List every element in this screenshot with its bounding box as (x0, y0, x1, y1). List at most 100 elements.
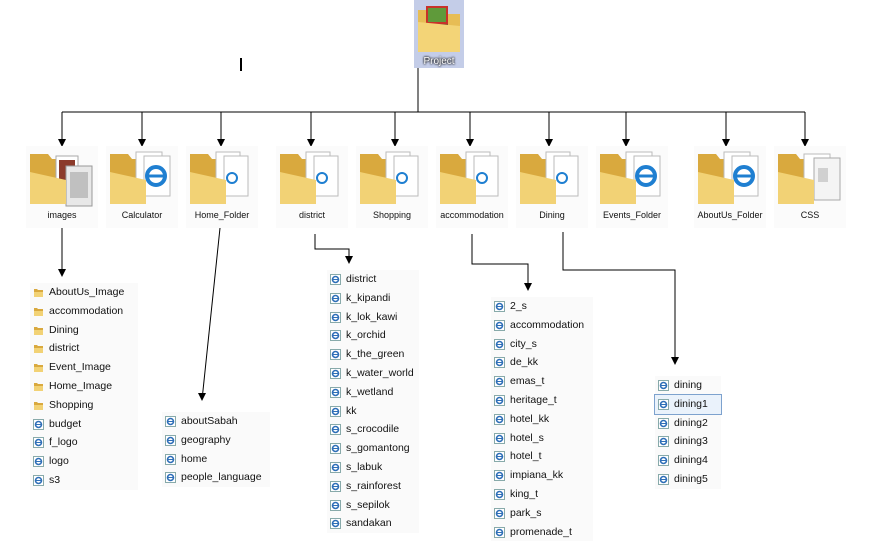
folder-label: Home_Folder (194, 210, 250, 220)
item-label: k_wetland (346, 385, 394, 398)
html-file-icon (330, 349, 341, 361)
folder-district[interactable]: district (276, 146, 348, 228)
file-list-item[interactable]: emas_t (491, 372, 593, 391)
file-list-item[interactable]: s_crocodile (327, 420, 419, 439)
html-file-icon (165, 472, 176, 484)
file-list-item[interactable]: hotel_kk (491, 410, 593, 429)
file-list-item[interactable]: city_s (491, 335, 593, 354)
file-list-item[interactable]: kk (327, 402, 419, 421)
project-folder[interactable]: Project (414, 0, 464, 68)
folder-icon (34, 326, 43, 335)
file-list-item[interactable]: district (327, 270, 419, 289)
item-label: k_orchid (346, 329, 386, 342)
file-list-item[interactable]: sandakan (327, 514, 419, 533)
item-label: dining5 (674, 472, 708, 485)
html-file-icon (658, 436, 669, 448)
html-file-icon (494, 376, 505, 388)
file-list-item[interactable]: s_labuk (327, 458, 419, 477)
file-list-item[interactable]: k_water_world (327, 364, 419, 383)
folder-icon (34, 345, 43, 354)
file-list-item[interactable]: f_logo (30, 433, 138, 452)
folder-label: Dining (539, 210, 565, 220)
text-cursor (240, 58, 242, 71)
item-label: s_sepilok (346, 498, 390, 511)
file-list-item[interactable]: dining2 (655, 414, 721, 433)
folder-list-item[interactable]: AboutUs_Image (30, 283, 138, 302)
file-list-item[interactable]: hotel_s (491, 429, 593, 448)
html-file-icon (330, 480, 341, 492)
folder-label: CSS (800, 210, 820, 220)
html-file-icon (494, 413, 505, 425)
file-list-item[interactable]: impiana_kk (491, 466, 593, 485)
html-file-icon (330, 292, 341, 304)
folder-events-folder[interactable]: Events_Folder (596, 146, 668, 228)
folder-aboutus-folder[interactable]: AboutUs_Folder (694, 146, 766, 228)
file-list-item[interactable]: geography (162, 431, 270, 450)
file-list-item[interactable]: s_rainforest (327, 477, 419, 496)
folder-list-item[interactable]: Shopping (30, 396, 138, 415)
folder-calculator[interactable]: Calculator (106, 146, 178, 228)
item-label: k_the_green (346, 348, 405, 361)
html-file-icon (330, 311, 341, 323)
file-list-item[interactable]: s_sepilok (327, 496, 419, 515)
file-list-item[interactable]: k_orchid (327, 326, 419, 345)
item-label: de_kk (510, 356, 539, 369)
folder-label: images (47, 210, 77, 220)
folder-shopping[interactable]: Shopping (356, 146, 428, 228)
item-label: sandakan (346, 517, 392, 530)
html-file-icon (165, 453, 176, 465)
item-label: Shopping (49, 398, 94, 411)
item-label: city_s (510, 337, 537, 350)
html-file-icon (658, 398, 669, 410)
html-file-icon (494, 394, 505, 406)
item-label: dining4 (674, 454, 708, 467)
file-list-item[interactable]: de_kk (491, 353, 593, 372)
item-label: Home_Image (49, 379, 113, 392)
file-list-item[interactable]: aboutSabah (162, 412, 270, 431)
link-accommodation (471, 234, 532, 291)
file-list-item[interactable]: s_gomantong (327, 439, 419, 458)
file-list-item[interactable]: dining5 (655, 470, 721, 489)
folder-accommodation[interactable]: accommodation (436, 146, 508, 228)
folder-list-item[interactable]: Home_Image (30, 377, 138, 396)
html-file-icon (33, 456, 44, 468)
file-list-item[interactable]: dining1 (654, 393, 722, 415)
file-list-item[interactable]: logo (30, 452, 138, 471)
folder-icon (34, 401, 43, 410)
file-list-item[interactable]: home (162, 450, 270, 469)
link-home (198, 227, 221, 401)
file-list-item[interactable]: hotel_t (491, 447, 593, 466)
folder-images[interactable]: images (26, 146, 98, 228)
file-list-item[interactable]: promenade_t (491, 523, 593, 541)
file-list-item[interactable]: king_t (491, 485, 593, 504)
file-list-item[interactable]: heritage_t (491, 391, 593, 410)
file-list-item[interactable]: dining4 (655, 451, 721, 470)
file-list-item[interactable]: k_wetland (327, 383, 419, 402)
file-list-item[interactable]: people_language (162, 468, 270, 487)
folder-home-folder[interactable]: Home_Folder (186, 146, 258, 228)
file-list-item[interactable]: 2_s (491, 297, 593, 316)
file-list-item[interactable]: k_kipandi (327, 289, 419, 308)
file-list-item[interactable]: budget (30, 415, 138, 434)
file-list-item[interactable]: dining (655, 376, 721, 395)
file-list-item[interactable]: s3 (30, 471, 138, 490)
html-file-icon (494, 451, 505, 463)
file-list-item[interactable]: k_the_green (327, 345, 419, 364)
folder-list-item[interactable]: district (30, 339, 138, 358)
file-list-item[interactable]: accommodation (491, 316, 593, 335)
html-file-icon (330, 499, 341, 511)
html-file-icon (330, 367, 341, 379)
folder-list-item[interactable]: Dining (30, 321, 138, 340)
folder-list-item[interactable]: Event_Image (30, 358, 138, 377)
project-folder-icon (418, 6, 460, 52)
file-list-item[interactable]: dining3 (655, 432, 721, 451)
item-label: king_t (510, 487, 539, 500)
file-list-item[interactable]: park_s (491, 504, 593, 523)
folder-list-item[interactable]: accommodation (30, 302, 138, 321)
folder-css[interactable]: CSS (774, 146, 846, 228)
item-label: geography (181, 433, 231, 446)
item-label: impiana_kk (510, 469, 564, 482)
html-file-icon (658, 417, 669, 429)
folder-dining[interactable]: Dining (516, 146, 588, 228)
file-list-item[interactable]: k_lok_kawi (327, 308, 419, 327)
